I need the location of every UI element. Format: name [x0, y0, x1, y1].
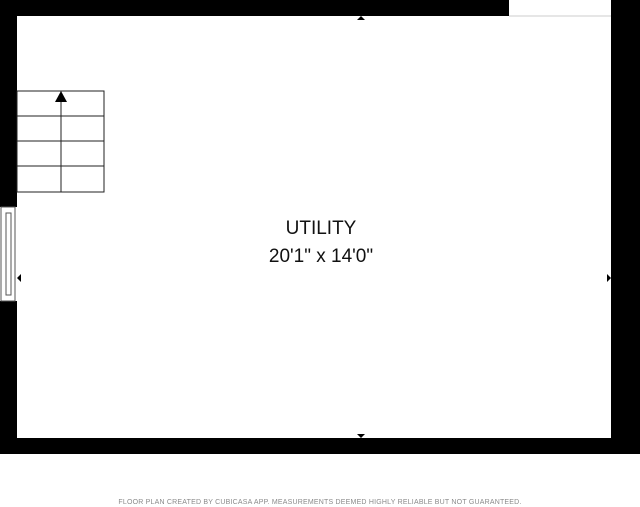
- right-wall-marker-icon: [607, 274, 611, 282]
- left-wall-lower: [0, 301, 17, 454]
- left-wall-upper: [0, 0, 17, 207]
- left-wall-marker-icon: [17, 274, 21, 282]
- top-wall-opening: [509, 0, 611, 16]
- staircase: [16, 90, 105, 193]
- top-wall-marker-icon: [357, 16, 365, 20]
- room-dimensions: 20'1" x 14'0": [269, 246, 373, 267]
- room-name: UTILITY: [286, 218, 357, 239]
- bottom-wall-marker-icon: [357, 434, 365, 438]
- exterior-walls: [0, 0, 640, 454]
- stair-up-arrow-icon: [55, 91, 67, 102]
- left-window: [0, 206, 17, 302]
- utility-floor: [17, 16, 611, 438]
- bottom-wall: [0, 438, 640, 454]
- right-wall: [611, 0, 640, 454]
- top-wall-left: [0, 0, 509, 16]
- footer-disclaimer: FLOOR PLAN CREATED BY CUBICASA APP. MEAS…: [118, 499, 522, 506]
